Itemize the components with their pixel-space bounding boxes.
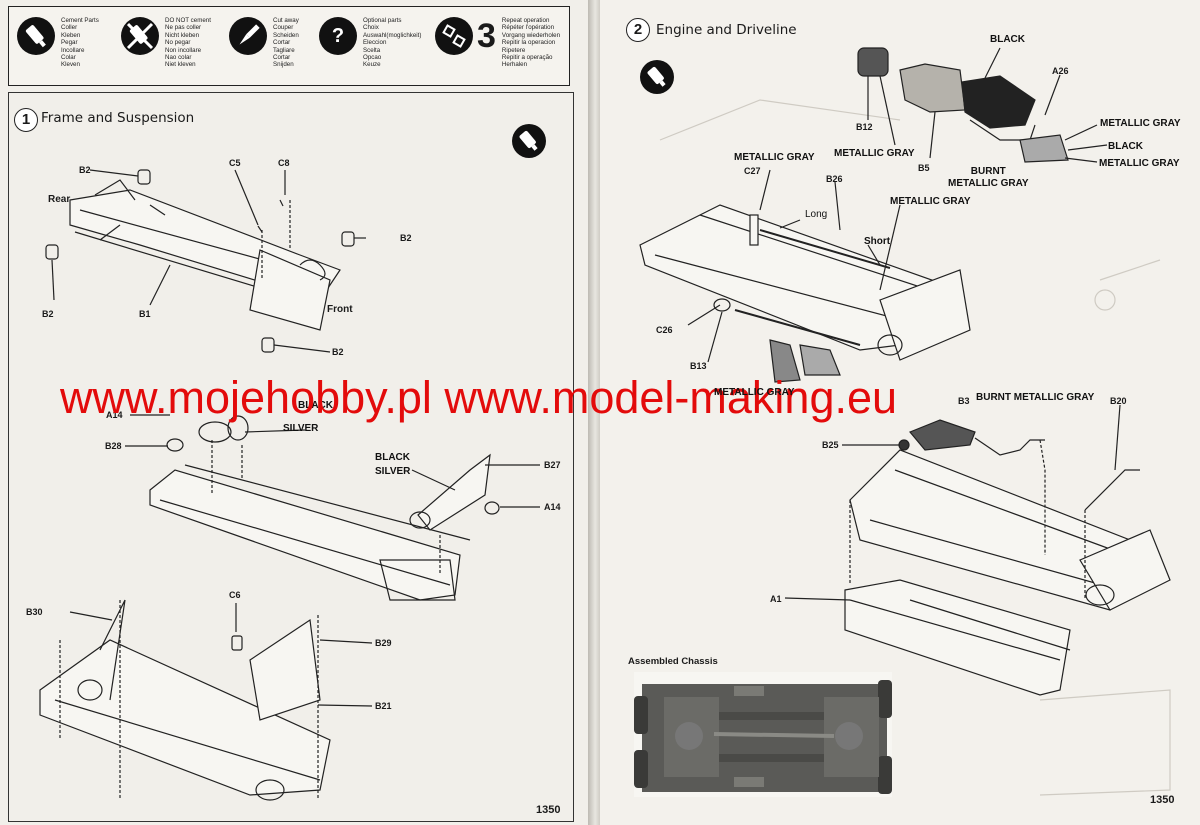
- step2-number: 2: [626, 18, 650, 42]
- part-label-c5: C5: [229, 158, 241, 168]
- page-number-right: 1350: [1150, 794, 1175, 806]
- part-label-b1: B1: [139, 309, 151, 319]
- part-label-b21: B21: [375, 701, 392, 711]
- paint-metallic-gray-a: METALLIC GRAY: [1100, 118, 1181, 129]
- part-label-c26: C26: [656, 325, 673, 335]
- part-label-b3: B3: [958, 396, 970, 406]
- legend-text-no-cement: DO NOT cement Ne pas coller Nicht kleben…: [165, 17, 211, 69]
- paint-black-engine: BLACK: [990, 34, 1025, 45]
- label-short: Short: [864, 236, 891, 247]
- step2-title: Engine and Driveline: [656, 22, 797, 38]
- paint-black-a: BLACK: [298, 400, 333, 411]
- paint-black-b: BLACK: [375, 452, 410, 463]
- assembled-chassis-photo: [634, 672, 892, 797]
- legend-item-cement: Cement Parts Coller Kleben Pegar Incolla…: [17, 17, 131, 69]
- paint-silver-b: SILVER: [375, 466, 411, 477]
- step1-panel: [8, 92, 574, 822]
- part-label-b26: B26: [826, 174, 843, 184]
- part-label-b29: B29: [375, 638, 392, 648]
- label-long: Long: [805, 209, 828, 220]
- legend-text-cement: Cement Parts Coller Kleben Pegar Incolla…: [61, 17, 99, 69]
- step2-cement-icon: [640, 60, 674, 94]
- legend-text-cut: Cut away Couper Scheiden Cortar Tagliare…: [273, 17, 299, 69]
- symbol-legend: Cement Parts Coller Kleben Pegar Incolla…: [8, 6, 570, 86]
- part-label-b13: B13: [690, 361, 707, 371]
- legend-item-cut: Cut away Couper Scheiden Cortar Tagliare…: [229, 17, 343, 69]
- step1-cement-icon: [512, 124, 546, 158]
- part-label-b2-d: B2: [332, 347, 344, 357]
- step1-title: Frame and Suspension: [41, 110, 195, 126]
- part-label-b5: B5: [918, 163, 930, 173]
- repeat-count: 3: [477, 17, 496, 55]
- page-number-left: 1350: [536, 804, 561, 816]
- paint-black-b: BLACK: [1108, 141, 1143, 152]
- paint-metallic-gray-c: METALLIC GRAY: [1099, 158, 1180, 169]
- repeat-icon: [435, 17, 473, 55]
- watermark-text: www.mojehobby.pl www.model-making.eu: [60, 372, 898, 423]
- part-label-a14-a: A14: [106, 410, 123, 420]
- no-cement-icon: [121, 17, 159, 55]
- question-icon: ?: [319, 17, 357, 55]
- part-label-b2-c: B2: [42, 309, 54, 319]
- step1-drawing: [39, 169, 540, 801]
- part-label-b25: B25: [822, 440, 839, 450]
- part-label-a14-b: A14: [544, 502, 561, 512]
- part-label-a1: A1: [770, 594, 782, 604]
- part-label-b12: B12: [856, 122, 873, 132]
- part-label-c6: C6: [229, 590, 241, 600]
- legend-text-optional: Optional parts Choix Auswahl(moglichkeit…: [363, 17, 422, 69]
- label-rear: Rear: [48, 194, 71, 205]
- legend-item-optional: ? Optional parts Choix Auswahl(moglichke…: [319, 17, 433, 69]
- legend-text-repeat: Repeat operation Répéter l'opération Vor…: [501, 17, 561, 69]
- part-label-b28: B28: [105, 441, 122, 451]
- paint-metallic-gray-e: METALLIC GRAY: [890, 196, 971, 207]
- page-gutter: [588, 0, 600, 825]
- paint-silver-a: SILVER: [283, 423, 319, 434]
- part-label-b30: B30: [26, 607, 43, 617]
- part-label-c27: C27: [744, 166, 761, 176]
- paint-metallic-gray-b: METALLIC GRAY: [834, 148, 915, 159]
- paint-burnt-metallic-gray-b: BURNT METALLIC GRAY: [976, 392, 1095, 403]
- part-label-b2-b: B2: [400, 233, 412, 243]
- paint-metallic-gray-d: METALLIC GRAY: [734, 152, 815, 163]
- label-front: Front: [327, 304, 353, 315]
- step1-number: 1: [14, 108, 38, 132]
- cement-tube-icon: [17, 17, 55, 55]
- assembled-chassis-caption: Assembled Chassis: [628, 656, 718, 667]
- part-label-c8: C8: [278, 158, 290, 168]
- legend-item-repeat: 3 Repeat operation Répéter l'opération V…: [435, 17, 572, 69]
- part-label-b2-a: B2: [79, 165, 91, 175]
- part-label-b27: B27: [544, 460, 561, 470]
- paint-metallic-gray-f: METALLIC GRAY: [714, 387, 795, 398]
- part-label-b20: B20: [1110, 396, 1127, 406]
- knife-icon: [229, 17, 267, 55]
- paint-burnt-metallic-gray-a: BURNT METALLIC GRAY: [948, 166, 1029, 189]
- legend-item-no-cement: DO NOT cement Ne pas coller Nicht kleben…: [121, 17, 235, 69]
- part-label-a26: A26: [1052, 66, 1069, 76]
